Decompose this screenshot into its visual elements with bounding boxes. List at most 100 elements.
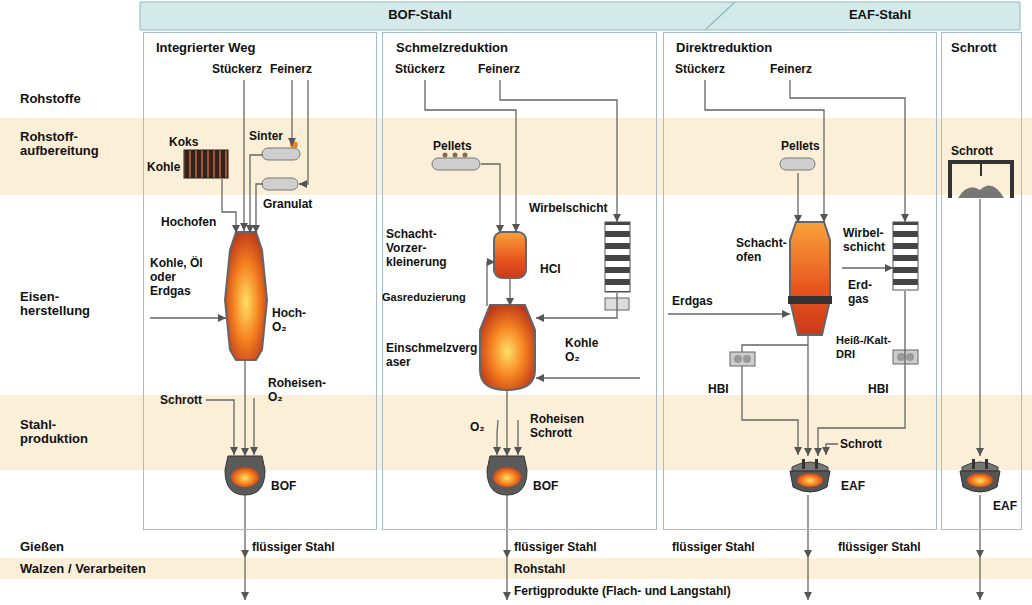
- route-band: EAF-Stahl: [740, 2, 1020, 30]
- sinter-belt: [262, 148, 300, 160]
- fluid-bed: [893, 222, 918, 290]
- bof-converter: BOF: [488, 456, 528, 496]
- input-label: Feinerz: [270, 62, 312, 76]
- input-label: Schrott: [840, 437, 882, 451]
- scrap-line: [206, 400, 234, 455]
- flow-line: [244, 495, 245, 558]
- shaft-furnace: Schacht- Vorzer- kleinerung: [495, 233, 527, 279]
- pellet-plant: Pellets: [433, 157, 481, 173]
- flow-label: flüssiger Stahl: [838, 540, 921, 554]
- shaft-furnace: Schacht- ofen: [791, 223, 831, 336]
- input-label: Kohle, Öl oder Erdgas: [150, 256, 216, 298]
- blast-furnace: [225, 232, 267, 360]
- node-label: Schacht- ofen: [736, 236, 788, 264]
- row-band: [0, 558, 1032, 579]
- fluid-bed: [605, 222, 630, 292]
- flow-label: Rohstahl: [514, 562, 565, 576]
- sinter-plant: Sinter: [263, 147, 301, 165]
- flow-arrow: [807, 336, 808, 456]
- flow-arrow: [256, 184, 263, 233]
- unit-label: HCI: [540, 262, 561, 276]
- node-label: Wirbelschicht: [529, 201, 608, 215]
- flow-arrow: [250, 155, 263, 233]
- coke-oven: Koks: [185, 151, 229, 179]
- hbi-line: [742, 366, 798, 455]
- crane: [950, 162, 1012, 198]
- melter-gasifier: Einschmelzvergaser: [481, 306, 536, 391]
- gas-ring: [788, 296, 832, 304]
- node-label: Pellets: [781, 139, 820, 153]
- pellet: [443, 153, 448, 158]
- route-panel: Integrierter WegKoksSinterGranulatHochof…: [143, 32, 377, 530]
- route-panel: SchmelzreduktionPelletsSchacht- Vorzer- …: [382, 32, 657, 530]
- feed-line: [705, 80, 824, 222]
- flow-line: [979, 495, 980, 558]
- bof-converter: [225, 456, 265, 495]
- flow-arrow: [509, 279, 510, 306]
- sinter-flame: [290, 138, 298, 148]
- row-label: Walzen / Verarbeiten: [20, 562, 146, 576]
- press-roll: [734, 355, 742, 363]
- feed-line: [500, 80, 617, 222]
- input-label: Roheisen- O₂: [268, 376, 338, 404]
- pellet-belt: [432, 158, 480, 170]
- node-label: Granulat: [263, 197, 312, 211]
- row-label: Rohstoff- aufbereitung: [20, 130, 120, 158]
- node-label: EAF-Stahl: [740, 8, 1020, 22]
- route-panel: SchrottSchrottEAF: [941, 32, 1022, 530]
- oxygen-lance: [496, 434, 497, 455]
- flow-label: flüssiger Stahl: [252, 540, 335, 554]
- coke-oven: [184, 150, 228, 178]
- node-label: Direktreduktion: [676, 41, 772, 55]
- input-label: Schrott: [160, 393, 202, 407]
- route-panel: DirektreduktionPelletsSchacht- ofen Wirbe…: [663, 32, 937, 530]
- node-label: BOF: [271, 479, 296, 493]
- input-label: Kohle O₂: [565, 336, 605, 364]
- flow-arrow: [979, 199, 980, 456]
- scrap-yard: Schrott: [951, 163, 1013, 199]
- node-label: Schmelzreduktion: [396, 41, 508, 55]
- product-label: HBI: [708, 382, 729, 396]
- oxygen-lance: [253, 398, 254, 455]
- node-label: Schrott: [951, 144, 993, 158]
- node-label: Schacht- Vorzer- kleinerung: [386, 227, 458, 269]
- eaf-furnace: EAF: [961, 456, 1001, 496]
- pellet: [453, 153, 458, 158]
- injection-line: [536, 377, 640, 378]
- flow-arrow: [818, 291, 905, 456]
- input-label: Stückerz: [212, 62, 262, 76]
- node-label: Pellets: [433, 139, 472, 153]
- input-label: Feinerz: [478, 62, 520, 76]
- flow-arrow: [487, 262, 495, 306]
- flow-line: [807, 558, 808, 600]
- pellet-belt: [780, 158, 815, 170]
- flow-arrow: [481, 164, 500, 233]
- press-roll: [743, 355, 751, 363]
- flow-arrow: [536, 293, 617, 318]
- node-label: Wirbel- schicht: [843, 226, 891, 254]
- band-divider: [705, 2, 735, 30]
- input-label: O₂: [470, 420, 485, 434]
- node-label: Integrierter Weg: [156, 41, 255, 55]
- node-label: Koks: [169, 135, 198, 149]
- feed-line: [243, 80, 244, 231]
- input-label: Hoch- O₂: [272, 306, 312, 334]
- flow-arrow: [797, 173, 798, 223]
- fluid-bed: Wirbel- schicht: [894, 223, 919, 291]
- flow-label: flüssiger Stahl: [672, 540, 755, 554]
- flow-arrow: [506, 391, 507, 456]
- feed-line: [425, 80, 516, 232]
- flow-line: [807, 495, 808, 558]
- node-label: EAF: [841, 479, 865, 493]
- press-roll: [906, 353, 914, 361]
- oxygen-lance: [497, 420, 498, 434]
- eaf-furnace: EAF: [786, 456, 836, 496]
- press-roll: [897, 353, 905, 361]
- pellet: [463, 153, 468, 158]
- melter-gasifier: [480, 305, 535, 390]
- flow-arrow: [244, 361, 245, 456]
- fluid-bed: Wirbelschicht: [606, 223, 631, 293]
- flow-line: [979, 558, 980, 600]
- hbi-line: [742, 345, 808, 352]
